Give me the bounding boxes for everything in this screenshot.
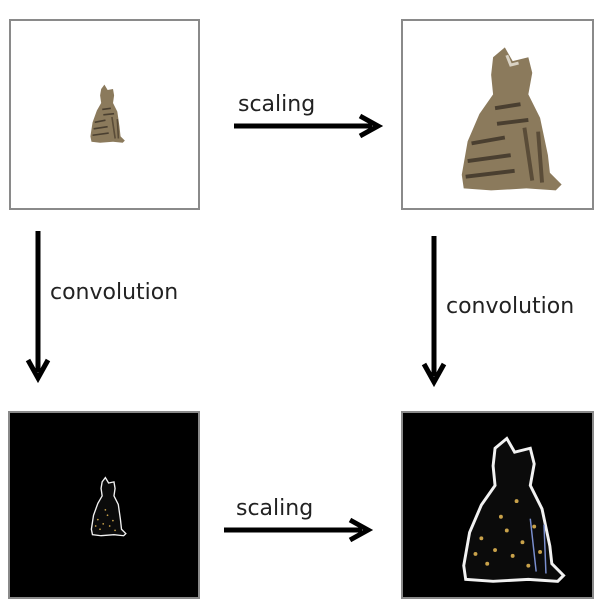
cat-edges-large xyxy=(462,436,566,583)
scaled-image-panel xyxy=(401,19,594,210)
scaling-label-bottom: scaling xyxy=(236,496,314,521)
arrow-scaling-top xyxy=(234,113,384,139)
cat-photo-small xyxy=(90,84,125,143)
arrow-scaling-bottom xyxy=(224,517,374,543)
cat-photo-large xyxy=(461,47,562,191)
convolution-label-right: convolution xyxy=(446,294,575,319)
convolved-image-panel xyxy=(8,411,200,599)
arrow-convolution-right xyxy=(421,236,447,388)
arrow-convolution-left xyxy=(25,231,51,384)
convolution-label-left: convolution xyxy=(50,280,179,305)
scaling-label-top: scaling xyxy=(238,92,316,117)
convolved-scaled-image-panel xyxy=(401,411,594,599)
original-image-panel xyxy=(9,19,200,210)
cat-edges-small xyxy=(90,476,127,537)
